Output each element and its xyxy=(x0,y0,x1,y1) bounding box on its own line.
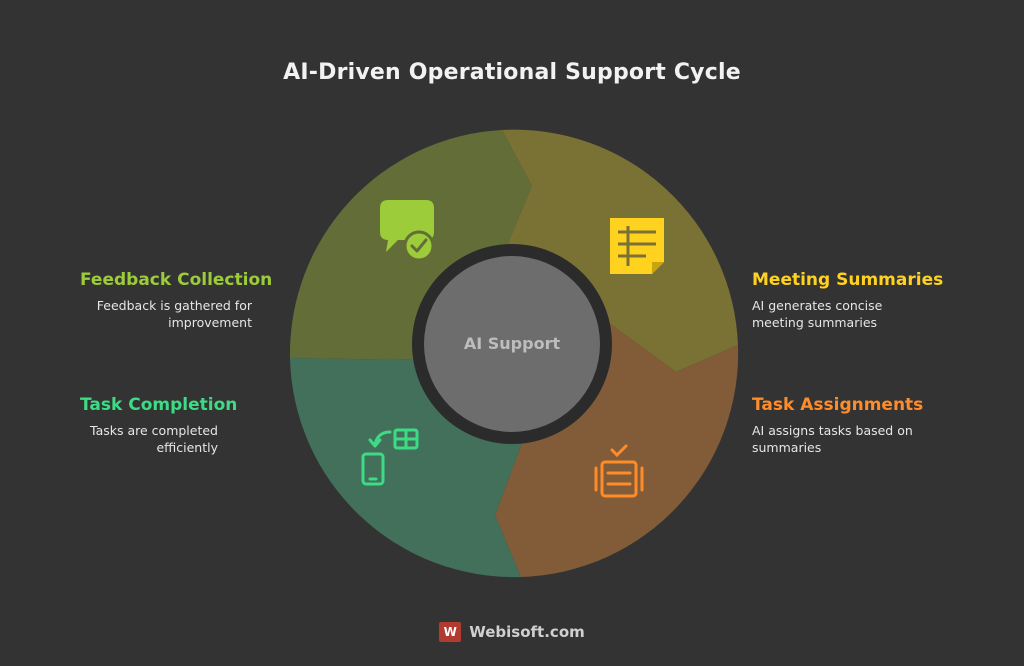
label-tasks: Task Assignments AI assigns tasks based … xyxy=(752,395,992,456)
task-list-icon xyxy=(594,444,644,498)
mobile-transfer-icon xyxy=(361,428,419,486)
diagram-title: AI-Driven Operational Support Cycle xyxy=(283,60,741,85)
meeting-title: Meeting Summaries xyxy=(752,270,944,290)
footer-brand: W Webisoft.com xyxy=(0,622,1024,642)
label-completion: Task Completion Tasks are completed effi… xyxy=(80,395,320,456)
center-label: AI Support xyxy=(464,334,561,353)
segment-tasks xyxy=(495,315,739,577)
segment-completion xyxy=(290,358,525,578)
center-circle xyxy=(424,256,600,432)
meeting-desc: AI generates concise meeting summaries xyxy=(752,298,883,330)
document-icon xyxy=(610,218,664,274)
label-meeting: Meeting Summaries AI generates concise m… xyxy=(752,270,992,331)
label-feedback: Feedback Collection Feedback is gathered… xyxy=(80,270,320,331)
feedback-desc: Feedback is gathered for improvement xyxy=(96,298,252,330)
tasks-desc: AI assigns tasks based on summaries xyxy=(752,423,913,455)
feedback-title: Feedback Collection xyxy=(80,270,273,290)
tasks-title: Task Assignments xyxy=(752,395,924,415)
completion-desc: Tasks are completed efficiently xyxy=(90,423,218,455)
chat-check-icon xyxy=(380,200,435,262)
brand-name: Webisoft.com xyxy=(469,623,585,641)
brand-logo: W xyxy=(439,622,462,642)
completion-title: Task Completion xyxy=(80,395,238,415)
